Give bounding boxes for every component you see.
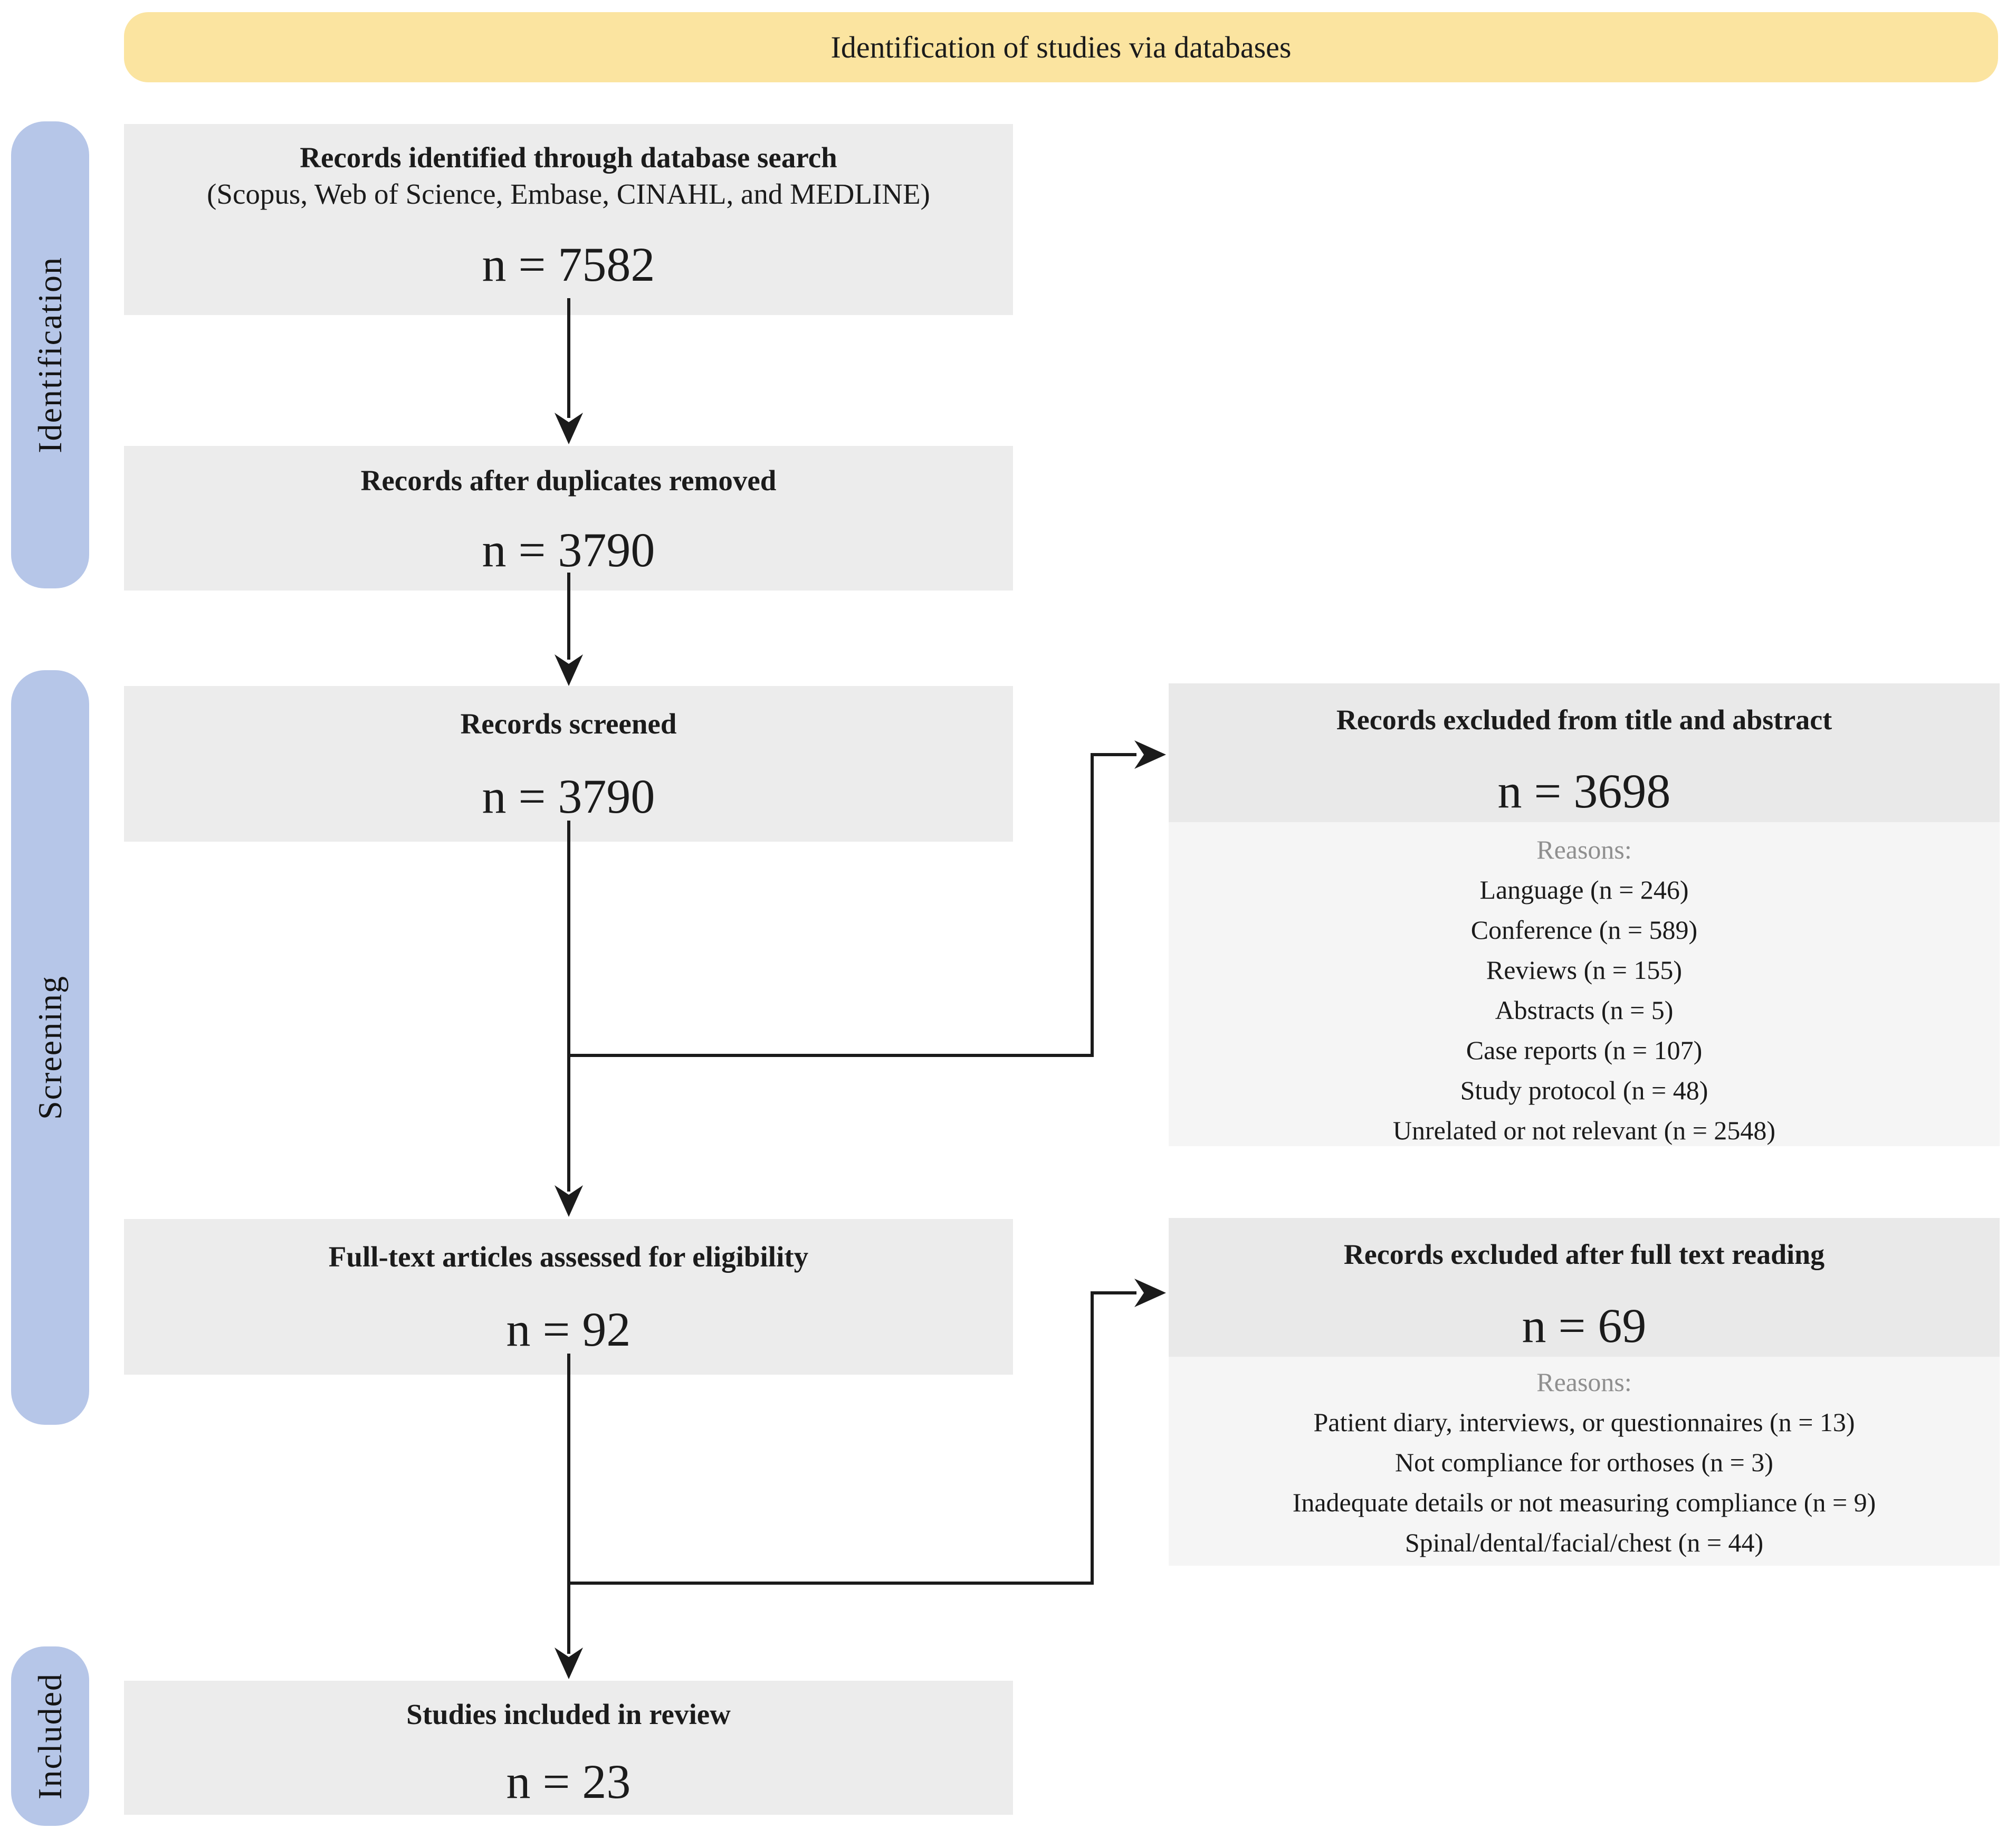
box-duplicates-removed-count: n = 3790 [482,522,655,577]
banner: Identification of studies via databases [124,12,1998,82]
reason-item: Unrelated or not relevant (n = 2548) [1392,1116,1776,1145]
box-records-identified-count: n = 7582 [482,237,655,291]
box-records-identified-sources: (Scopus, Web of Science, Embase, CINAHL,… [207,177,930,210]
reasons-list: Language (n = 246) Conference (n = 589) Re… [1169,870,2000,1150]
box-studies-included-title: Studies included in review [406,1698,731,1730]
box-fulltext-assessed-title: Full-text articles assessed for eligibil… [328,1241,809,1273]
reason-item: Spinal/dental/facial/chest (n = 44) [1404,1528,1764,1557]
reason-item: Conference (n = 589) [1470,915,1698,945]
stage-label-screening: Screening [31,975,69,1120]
reasons-list: Patient diary, interviews, or questionna… [1169,1402,2000,1563]
box-fulltext-assessed-count: n = 92 [506,1302,631,1356]
reason-item: Abstracts (n = 5) [1495,995,1674,1025]
arrowhead-down-3 [555,1185,583,1217]
stage-label-included: Included [31,1673,69,1799]
arrowhead-down-1 [555,413,583,444]
box-excluded-title-abstract-reasons: Reasons: Language (n = 246) Conference (n… [1169,822,2000,1146]
box-records-identified-title: Records identified through database sear… [300,141,837,174]
box-records-screened: Records screened n = 3790 [124,686,1013,842]
stage-tab-included: Included [11,1646,89,1826]
arrowhead-right-1 [1134,740,1166,769]
box-records-identified: Records identified through database sear… [124,124,1013,315]
box-fulltext-assessed: Full-text articles assessed for eligibil… [124,1219,1013,1375]
reasons-label: Reasons: [1536,835,1632,864]
box-records-screened-count: n = 3790 [482,769,655,823]
arrowhead-right-2 [1134,1279,1166,1307]
box-studies-included: Studies included in review n = 23 [124,1681,1013,1815]
reason-item: Study protocol (n = 48) [1460,1075,1708,1105]
stage-tab-screening: Screening [11,670,89,1425]
reason-item: Inadequate details or not measuring comp… [1292,1488,1876,1517]
box-excluded-fulltext: Records excluded after full text reading… [1169,1218,2000,1374]
arrowhead-down-4 [555,1647,583,1679]
box-duplicates-removed: Records after duplicates removed n = 379… [124,446,1013,591]
box-excluded-title-abstract-title: Records excluded from title and abstract [1336,704,1832,736]
box-excluded-title-abstract: Records excluded from title and abstract… [1169,683,2000,839]
box-studies-included-count: n = 23 [506,1754,631,1808]
box-excluded-fulltext-count: n = 69 [1522,1298,1647,1353]
reason-item: Patient diary, interviews, or questionna… [1313,1407,1855,1437]
reason-item: Not compliance for orthoses (n = 3) [1395,1447,1773,1477]
arrowhead-down-2 [555,654,583,686]
reasons-label: Reasons: [1536,1367,1632,1397]
box-duplicates-removed-title: Records after duplicates removed [360,464,777,497]
box-records-screened-title: Records screened [460,708,677,740]
box-excluded-fulltext-reasons: Reasons: Patient diary, interviews, or q… [1169,1357,2000,1566]
reason-item: Case reports (n = 107) [1466,1035,1703,1065]
reason-item: Reviews (n = 155) [1486,955,1683,985]
reason-item: Language (n = 246) [1479,875,1689,904]
stage-label-identification: Identification [31,256,69,453]
banner-label: Identification of studies via databases [830,30,1292,64]
stage-tab-identification: Identification [11,121,89,588]
box-excluded-fulltext-title: Records excluded after full text reading [1343,1239,1825,1270]
box-excluded-title-abstract-count: n = 3698 [1497,764,1671,818]
